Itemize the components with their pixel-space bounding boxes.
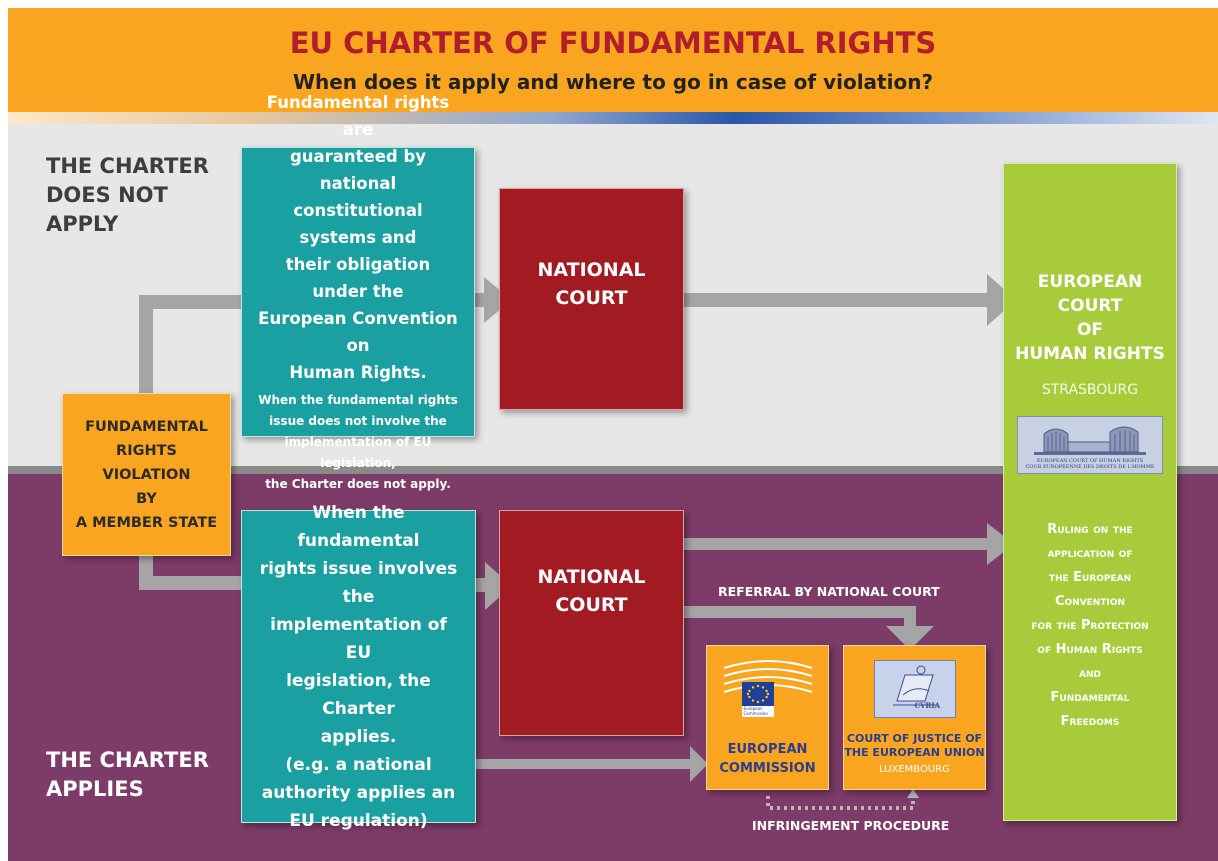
text-line: When the fundamental rights bbox=[258, 393, 458, 407]
text-line: constitutional systems and bbox=[293, 201, 423, 247]
text-line: (e.g. a national bbox=[285, 754, 432, 775]
text-line: of Human Rights bbox=[1037, 642, 1143, 657]
text-line: COURT bbox=[1057, 296, 1123, 316]
text-line: and bbox=[1079, 666, 1101, 681]
text-line: COURT OF JUSTICE OF bbox=[846, 732, 983, 745]
infringement-label: INFRINGEMENT PROCEDURE bbox=[752, 818, 950, 833]
echr-ruling-text: Ruling on the application of the Europea… bbox=[1031, 518, 1148, 734]
gradient-divider bbox=[8, 112, 1218, 124]
text-line: the Charter does not apply. bbox=[265, 477, 451, 491]
court-label-line: NATIONAL bbox=[537, 566, 646, 588]
echr-logo-caption: COUR EUROPÉENNE DES DROITS DE L'HOMME bbox=[1025, 464, 1155, 470]
text-line: issue does not involve the bbox=[269, 414, 447, 428]
violation-line: VIOLATION bbox=[102, 466, 191, 483]
charter-not-apply-note: When the fundamental rights issue does n… bbox=[256, 390, 460, 495]
arrow-to-echr-bottom bbox=[987, 523, 1014, 565]
eu-legislation-text: When the fundamental rights issue involv… bbox=[256, 499, 461, 835]
european-commission-name: EUROPEAN COMMISSION bbox=[719, 740, 815, 778]
echr-building-icon bbox=[1034, 426, 1146, 455]
eu-legislation-box: When the fundamental rights issue involv… bbox=[241, 503, 476, 831]
page-subtitle: When does it apply and where to go in ca… bbox=[292, 70, 934, 94]
text-line: When the fundamental bbox=[297, 502, 420, 551]
national-rights-text: Fundamental rights are guaranteed by nat… bbox=[256, 89, 460, 386]
violation-line: FUNDAMENTAL bbox=[85, 418, 208, 435]
connector-to-teal-top bbox=[139, 295, 243, 309]
cjeu-logo-text: CVRIA bbox=[914, 701, 941, 710]
text-line: Fundamental bbox=[1050, 690, 1130, 705]
arrow-to-commission bbox=[690, 746, 708, 782]
zone-label-line: THE CHARTER bbox=[46, 154, 209, 178]
zone-label-line: THE CHARTER bbox=[46, 748, 209, 772]
violation-box: FUNDAMENTAL RIGHTS VIOLATION BY A MEMBER… bbox=[62, 393, 231, 556]
page-title: EU CHARTER OF FUNDAMENTAL RIGHTS bbox=[289, 26, 937, 60]
cjeu-emblem-icon bbox=[892, 665, 937, 706]
text-line: for the Protection bbox=[1031, 618, 1149, 633]
header-banner bbox=[8, 8, 1218, 112]
text-line: EUROPEAN bbox=[727, 742, 808, 757]
zone-label-line: DOES NOT bbox=[46, 183, 168, 207]
court-of-justice-box: CVRIA COURT OF JUSTICE OF THE EUROPEAN U… bbox=[843, 645, 986, 790]
cjeu-city: LUXEMBOURG bbox=[879, 764, 950, 775]
charter-applies-label: THE CHARTER APPLIES bbox=[46, 746, 246, 804]
text-line: authority applies an bbox=[261, 782, 456, 803]
text-line: implementation of EU bbox=[270, 614, 447, 663]
national-court-bottom: NATIONAL COURT bbox=[499, 510, 684, 736]
text-line: implementation of EU legislation, bbox=[284, 435, 432, 470]
national-court-top: NATIONAL COURT bbox=[499, 188, 684, 410]
text-line: applies. bbox=[320, 726, 397, 747]
text-line: guaranteed by national bbox=[289, 147, 427, 193]
text-line: Ruling on the bbox=[1047, 522, 1133, 537]
arrow-to-national-court-top bbox=[484, 277, 512, 323]
connector-violation-up bbox=[139, 295, 153, 395]
court-label-line: COURT bbox=[555, 594, 628, 616]
zone-divider bbox=[8, 466, 1218, 474]
text-line: OF bbox=[1076, 320, 1104, 340]
echr-box: EUROPEAN COURT OF HUMAN RIGHTS STRASBOUR… bbox=[1003, 163, 1177, 821]
text-line: rights issue involves the bbox=[259, 558, 458, 607]
connector-to-teal-bottom bbox=[139, 576, 243, 590]
cjeu-logo: CVRIA bbox=[873, 660, 956, 718]
text-line: EUROPEAN bbox=[1037, 272, 1143, 292]
court-label-line: NATIONAL bbox=[537, 259, 646, 281]
zone-label-line: APPLIES bbox=[46, 777, 144, 801]
text-line: the European bbox=[1048, 570, 1132, 585]
echr-name: EUROPEAN COURT OF HUMAN RIGHTS bbox=[1015, 270, 1165, 366]
commission-logo-icon bbox=[723, 660, 812, 717]
text-line: Fundamental rights are bbox=[266, 93, 450, 139]
text-line: Freedoms bbox=[1060, 714, 1120, 729]
text-line: HUMAN RIGHTS bbox=[1015, 344, 1165, 364]
text-line: Commission bbox=[743, 711, 768, 716]
charter-does-not-apply-label: THE CHARTER DOES NOT APPLY bbox=[46, 152, 246, 239]
text-line: Convention bbox=[1054, 594, 1126, 609]
referral-label: REFERRAL BY NATIONAL COURT bbox=[718, 584, 940, 599]
text-line: EU regulation) bbox=[289, 810, 428, 831]
text-line: their obligation under the bbox=[285, 255, 431, 301]
violation-line: A MEMBER STATE bbox=[75, 514, 218, 531]
infringement-dotted-path bbox=[766, 796, 915, 810]
arrow-to-national-court-bottom bbox=[485, 562, 512, 610]
echr-city: STRASBOURG bbox=[1041, 382, 1139, 398]
european-commission-logo: European Commission bbox=[718, 654, 818, 718]
text-line: legislation, the Charter bbox=[286, 670, 431, 719]
european-commission-box: European Commission EUROPEAN COMMISSION bbox=[706, 645, 829, 790]
commission-logo-text: European Commission bbox=[744, 706, 776, 716]
court-label-line: COURT bbox=[555, 287, 628, 309]
national-rights-box: Fundamental rights are guaranteed by nat… bbox=[241, 93, 475, 491]
zone-label-line: APPLY bbox=[46, 212, 119, 236]
text-line: COMMISSION bbox=[719, 761, 816, 776]
text-line: European bbox=[743, 706, 763, 711]
arrow-referral-to-cjeu bbox=[886, 626, 934, 650]
text-line: THE EUROPEAN UNION bbox=[844, 746, 985, 759]
violation-line: BY bbox=[136, 490, 157, 507]
cjeu-name: COURT OF JUSTICE OF THE EUROPEAN UNION bbox=[844, 732, 984, 760]
violation-line: RIGHTS bbox=[116, 442, 177, 459]
echr-building-logo: EUROPEAN COURT OF HUMAN RIGHTS COUR EURO… bbox=[1017, 416, 1163, 474]
echr-logo-caption: EUROPEAN COURT OF HUMAN RIGHTS bbox=[1036, 458, 1144, 464]
text-line: European Convention on bbox=[258, 309, 458, 355]
arrow-to-echr-top bbox=[987, 274, 1016, 326]
text-line: Human Rights. bbox=[289, 363, 427, 382]
text-line: application of bbox=[1047, 546, 1133, 561]
